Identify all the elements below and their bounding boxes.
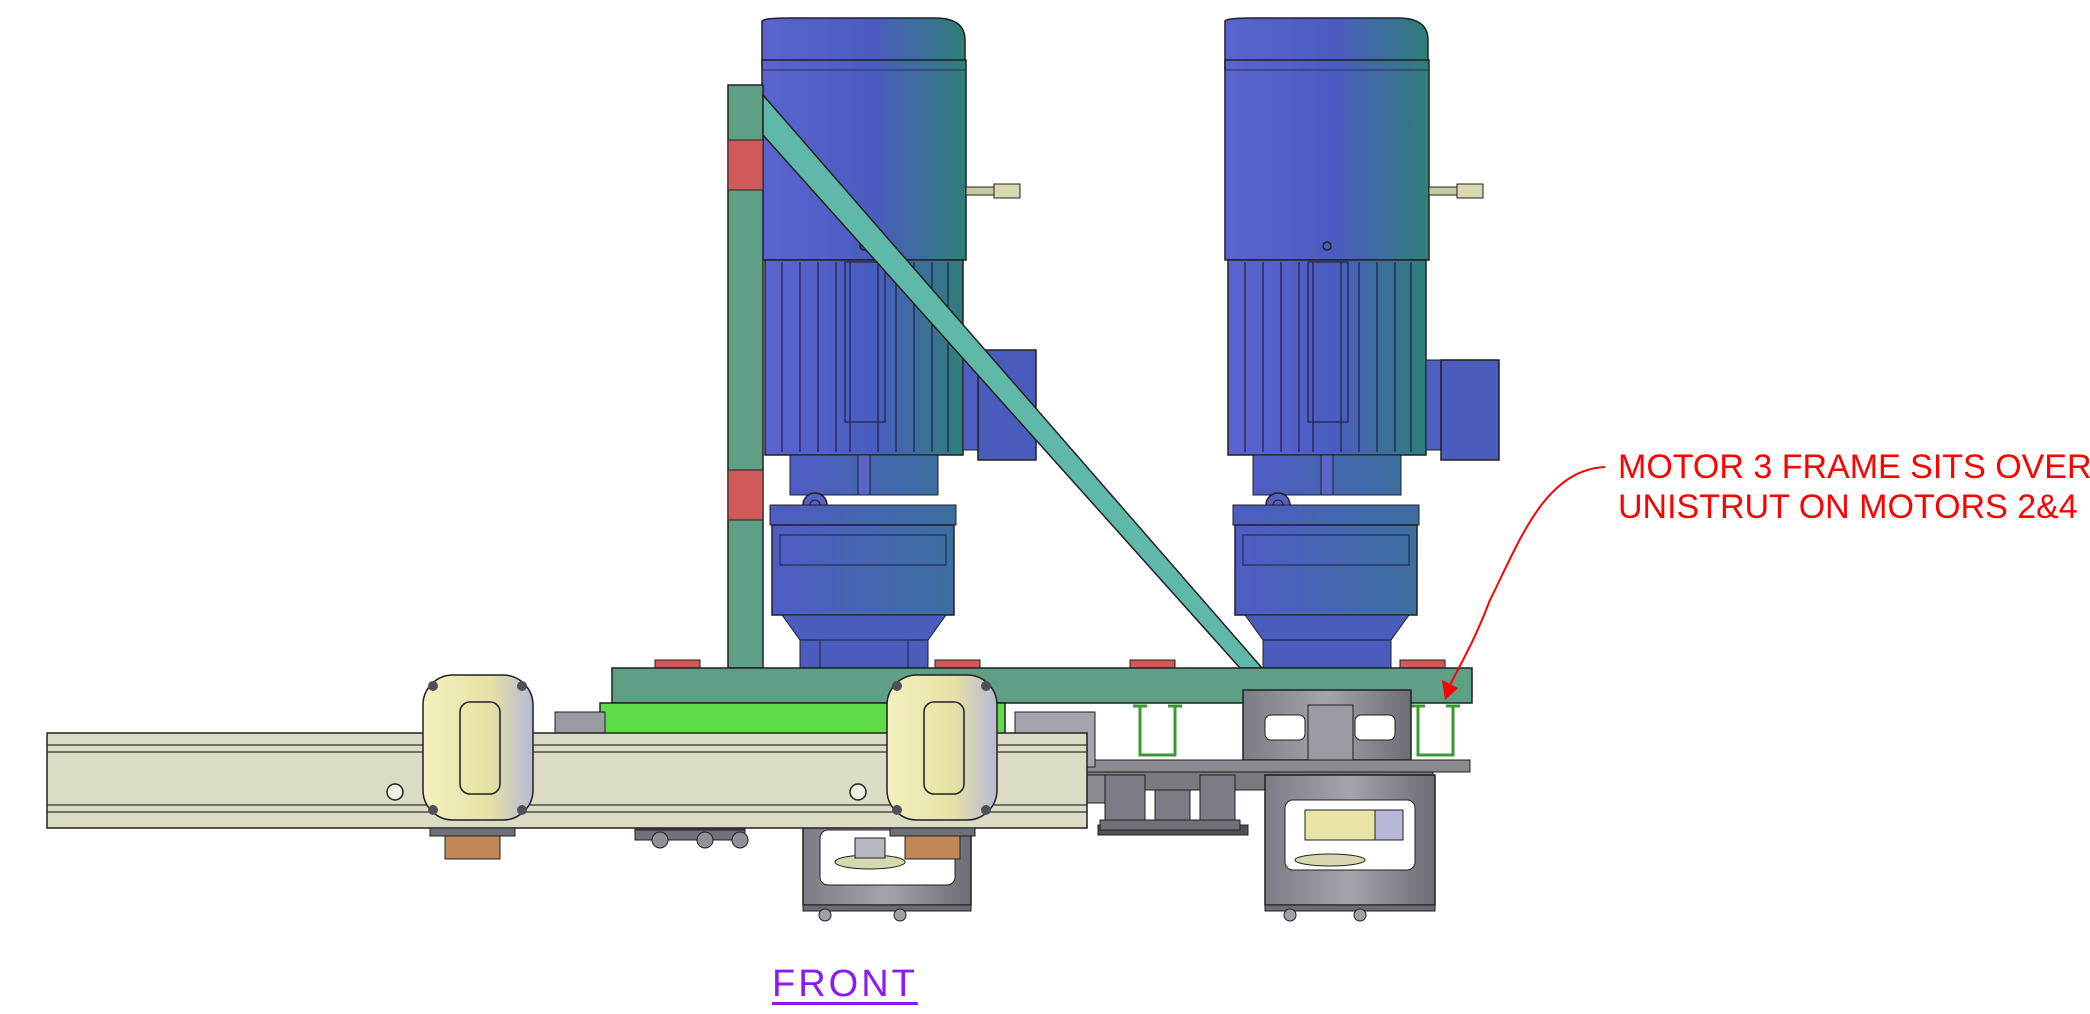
leader-arrowhead [1442, 680, 1458, 700]
annotation-line-2: UNISTRUT ON MOTORS 2&4 [1618, 488, 2078, 526]
motor-1 [761, 17, 1037, 669]
unistrut-channels [1133, 704, 1460, 757]
lower-sprockets [429, 819, 1241, 860]
rail-housing-left [422, 674, 534, 821]
leader-line [1449, 466, 1606, 686]
motor-2 [1224, 17, 1500, 669]
annotation-note: MOTOR 3 FRAME SITS OVER UNISTRUT ON MOTO… [1618, 447, 2090, 527]
motor-frame [611, 84, 1473, 704]
annotation-line-1: MOTOR 3 FRAME SITS OVER [1618, 448, 2090, 486]
rail-housing-right [886, 674, 998, 821]
right-bearing-block [1019, 689, 1471, 922]
view-caption: FRONT [772, 963, 918, 1005]
